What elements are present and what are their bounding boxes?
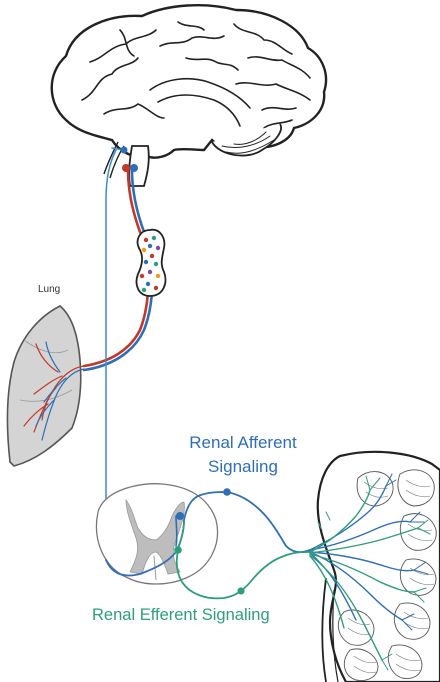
spinal-cord-cross-section	[96, 484, 217, 584]
lung-illustration	[7, 306, 84, 466]
lung-label: Lung	[38, 284, 60, 295]
brain-illustration	[52, 5, 326, 186]
afferent-label-line1: Renal Afferent	[168, 431, 318, 455]
kidney-illustration	[310, 452, 440, 682]
renal-afferent-label: Renal Afferent Signaling	[168, 431, 318, 479]
afferent-label-line2: Signaling	[168, 455, 318, 479]
nodose-ganglion	[137, 230, 166, 296]
renal-efferent-label: Renal Efferent Signaling	[92, 606, 270, 625]
